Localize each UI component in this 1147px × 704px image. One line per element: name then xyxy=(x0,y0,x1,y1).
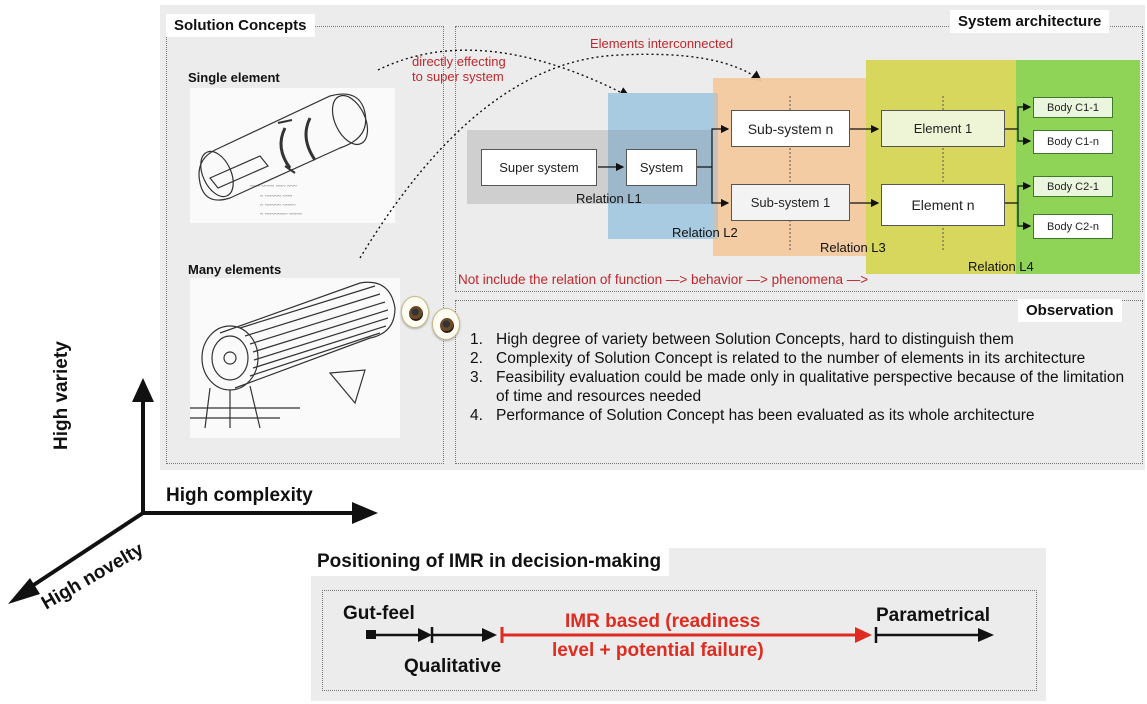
relation-l3-label: Relation L3 xyxy=(820,240,886,255)
qualitative-label: Qualitative xyxy=(404,656,502,677)
single-element-sketch: ~~~ ~~~~ ~~~ ~~~ ~ ~~~~~ ~~~ ~ ~~~~~ ~~~… xyxy=(190,88,395,223)
observation-list: 1.High degree of variety between Solutio… xyxy=(470,330,1138,425)
observation-item: 3.Feasibility evaluation could be made o… xyxy=(470,369,1125,405)
many-elements-label: Many elements xyxy=(188,262,282,277)
imr-label-line1: IMR based (readiness xyxy=(565,611,761,632)
observation-box xyxy=(455,300,1143,464)
system-box: System xyxy=(626,149,697,186)
observation-item: 1.High degree of variety between Solutio… xyxy=(470,331,1014,348)
super-system-box: Super system xyxy=(481,149,597,186)
svg-text:~ ~~~~~ ~~~~: ~ ~~~~~ ~~~~ xyxy=(260,203,296,209)
relation-l1-label: Relation L1 xyxy=(576,191,642,206)
overlap-orange-blue xyxy=(713,93,718,239)
observation-item: 2.Complexity of Solution Concept is rela… xyxy=(470,350,1086,367)
eye-icon-left xyxy=(401,296,429,328)
positioning-title: Positioning of IMR in decision-making xyxy=(309,548,670,576)
axis-complexity-label: High complexity xyxy=(166,485,313,506)
observation-item: 4.Performance of Solution Concept has be… xyxy=(470,407,1035,424)
element-n-box: Element n xyxy=(881,184,1005,226)
subsystem-1-box: Sub-system 1 xyxy=(731,184,850,221)
body-c1-n-box: Body C1-n xyxy=(1033,130,1113,154)
imr-label-line2: level + potential failure) xyxy=(552,640,764,661)
relation-l4-label: Relation L4 xyxy=(968,259,1034,274)
parametrical-label: Parametrical xyxy=(876,605,991,626)
gut-feel-label: Gut-feel xyxy=(343,603,415,624)
relation-zone-l4-yellow xyxy=(866,60,1016,274)
body-c1-1-box: Body C1-1 xyxy=(1033,97,1113,118)
observation-title: Observation xyxy=(1018,299,1122,322)
elements-interconnected-label: Elements interconnected xyxy=(590,36,734,51)
relation-zone-l3-orange xyxy=(713,78,873,256)
body-c2-1-box: Body C2-1 xyxy=(1033,176,1113,197)
positioning-inner-box xyxy=(322,590,1037,691)
annotation-direct: directly effecting to super system xyxy=(412,54,506,84)
many-elements-sketch xyxy=(190,278,400,438)
eye-icon-right xyxy=(432,308,460,340)
svg-text:~ ~~~~~~~ ~~~~: ~ ~~~~~~~ ~~~~ xyxy=(260,212,303,218)
svg-text:~~~ ~~~~ ~~~ ~~~: ~~~ ~~~~ ~~~ ~~~ xyxy=(250,184,297,190)
body-c2-n-box: Body C2-n xyxy=(1033,214,1113,239)
relation-l2-label: Relation L2 xyxy=(672,225,738,240)
subsystem-n-box: Sub-system n xyxy=(731,110,850,147)
system-architecture-title: System architecture xyxy=(950,10,1110,33)
system-architecture-box xyxy=(455,26,1143,292)
single-element-label: Single element xyxy=(188,70,280,85)
element-1-box: Element 1 xyxy=(881,110,1005,147)
solution-concepts-title: Solution Concepts xyxy=(166,14,315,37)
relation-note: Not include the relation of function —> … xyxy=(458,272,869,287)
svg-text:~ ~~~~~ ~~~: ~ ~~~~~ ~~~ xyxy=(260,194,293,200)
